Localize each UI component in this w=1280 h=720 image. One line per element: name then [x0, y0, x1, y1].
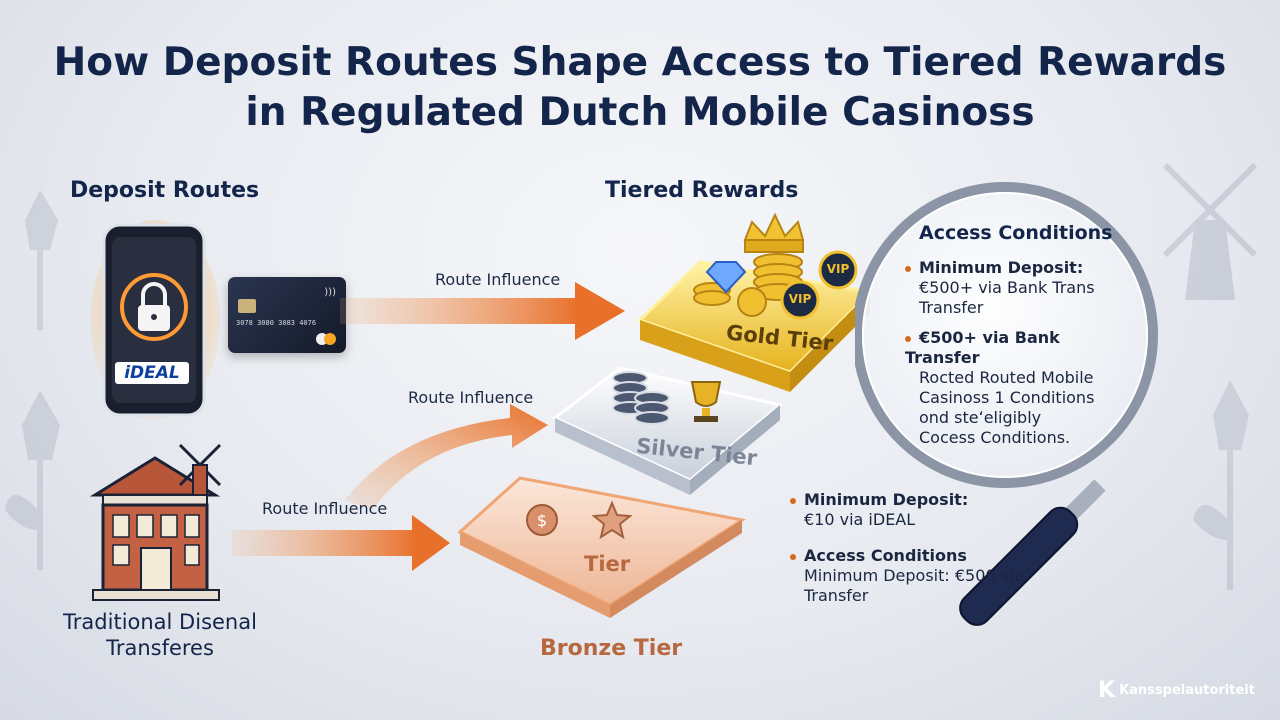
bullet-icon [905, 265, 911, 272]
route-influence-label-gold: Route Influence [435, 270, 561, 289]
chip-stack-icon [612, 371, 670, 425]
star-icon [591, 500, 633, 540]
lens-item-1-line-2: Transfer [919, 298, 984, 317]
trophy-icon [690, 381, 722, 422]
dollar-coin-icon: $ [526, 504, 558, 536]
deposit-routes-heading: Deposit Routes [70, 178, 260, 203]
page-title: How Deposit Routes Shape Access to Tiere… [0, 38, 1280, 138]
windmill-decoration-right [1162, 162, 1258, 300]
lens-item-2: €500+ via Bank Transfer Rocted Routed Mo… [905, 328, 1125, 448]
lens-conditions: Access Conditions Minimum Deposit: €500+… [905, 222, 1125, 448]
bank-transfer-label: Traditional Disenal Transferes [40, 609, 280, 661]
tiered-rewards-heading: Tiered Rewards [605, 178, 799, 203]
tulip-decoration-right [1193, 380, 1249, 590]
lower-item-2-line-1: Minimum Deposit: €500 via [804, 566, 1025, 585]
lens-item-1-line-1: €500+ via Bank Trans [919, 278, 1095, 297]
vip-badge-icon [780, 250, 858, 320]
lower-item-2-title: Access Conditions [804, 546, 967, 565]
title-line-1: How Deposit Routes Shape Access to Tiere… [53, 40, 1227, 85]
tulip-decoration-left [5, 190, 60, 570]
bronze-platform [457, 476, 746, 618]
lens-item-1-title: Minimum Deposit: [919, 258, 1084, 277]
lower-conditions: Minimum Deposit: €10 via iDEAL Access Co… [790, 490, 1050, 606]
lens-item-2-line-4: Cocess Conditions. [919, 428, 1071, 447]
bronze-tier-inner-label: Tier [584, 552, 631, 576]
card-brand-icon [316, 333, 336, 345]
lower-item-2-line-2: Transfer [804, 586, 869, 605]
lower-item-1-title: Minimum Deposit: [804, 490, 969, 509]
brand-name: Kansspelautoriteit [1119, 682, 1255, 698]
crown-icon [743, 212, 805, 253]
lower-item-1-line-1: €10 via iDEAL [804, 510, 916, 529]
ideal-logo: iDEAL [115, 362, 189, 384]
silver-platform [552, 366, 784, 495]
lower-item-2: Access Conditions Minimum Deposit: €500 … [790, 546, 1050, 606]
lens-item-1: Minimum Deposit: €500+ via Bank Trans Tr… [905, 258, 1125, 318]
bullet-icon [790, 497, 796, 504]
route-influence-label-silver: Route Influence [408, 388, 534, 407]
lens-heading: Access Conditions [919, 222, 1113, 244]
bank-label-line-1: Traditional Disenal [63, 610, 257, 634]
route-influence-label-bronze: Route Influence [262, 499, 388, 518]
kansspelautoriteit-logo: K Kansspelautoriteit [1098, 677, 1255, 703]
title-line-2: in Regulated Dutch Mobile Casinoss [245, 90, 1035, 135]
arrow-to-silver [345, 404, 548, 510]
arrow-to-bronze [232, 515, 450, 571]
bullet-icon [790, 553, 796, 560]
card-number: 3078 3080 3083 4076 [236, 319, 317, 327]
arrow-to-gold [340, 282, 625, 340]
vip-badge-text-2: VIP [788, 292, 812, 306]
contactless-icon: ))) [324, 287, 336, 298]
lens-item-2-line-2: Casinoss 1 Conditions [919, 388, 1095, 407]
diamond-icon [705, 261, 747, 294]
lens-item-2-title: €500+ via Bank Transfer [905, 328, 1060, 367]
lens-item-2-line-3: ond steʻeligibly [919, 408, 1042, 427]
card-chip-icon [238, 299, 256, 313]
svg-text:$: $ [537, 511, 547, 530]
bullet-icon [905, 335, 911, 342]
credit-card: ))) 3078 3080 3083 4076 [228, 277, 346, 353]
bank-building-illustration [89, 443, 222, 601]
magnifying-glass-icon [855, 182, 1158, 626]
bank-label-line-2: Transferes [106, 636, 214, 660]
bronze-tier-label: Bronze Tier [540, 636, 683, 661]
lower-item-1: Minimum Deposit: €10 via iDEAL [790, 490, 1050, 530]
lens-item-2-line-1: Rocted Routed Mobile [919, 368, 1094, 387]
vip-badge-text-1: VIP [826, 262, 850, 276]
k-logo-icon: K [1098, 677, 1116, 703]
